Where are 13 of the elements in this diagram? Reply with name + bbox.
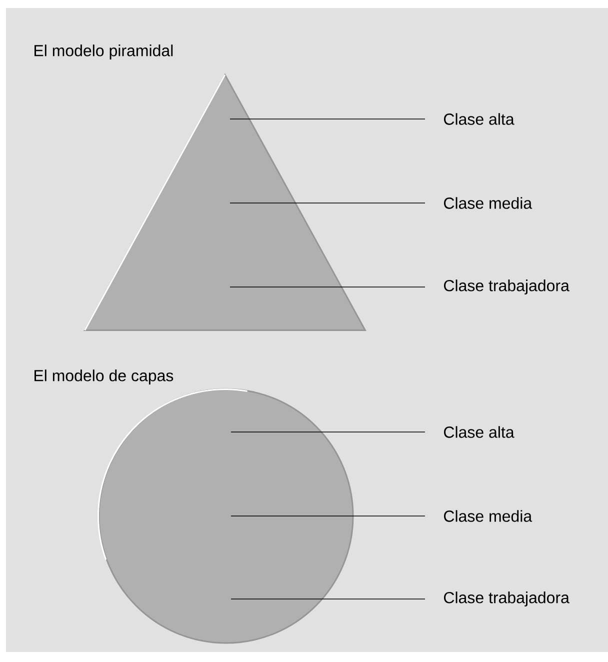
class-label: Clase media — [444, 510, 532, 522]
leader-line — [230, 598, 426, 600]
leader-line — [230, 286, 426, 288]
heading: El modelo de capas — [34, 370, 174, 384]
class-label: Clase alta — [444, 426, 514, 438]
leader-line — [230, 202, 426, 204]
heading: El modelo piramidal — [34, 44, 173, 60]
circle-shape — [98, 388, 354, 644]
class-label: Clase trabajadora — [444, 280, 570, 294]
leader-line — [230, 118, 426, 120]
class-label: Clase media — [444, 197, 532, 209]
class-label: Clase alta — [444, 113, 514, 125]
class-label: Clase trabajadora — [444, 592, 570, 606]
